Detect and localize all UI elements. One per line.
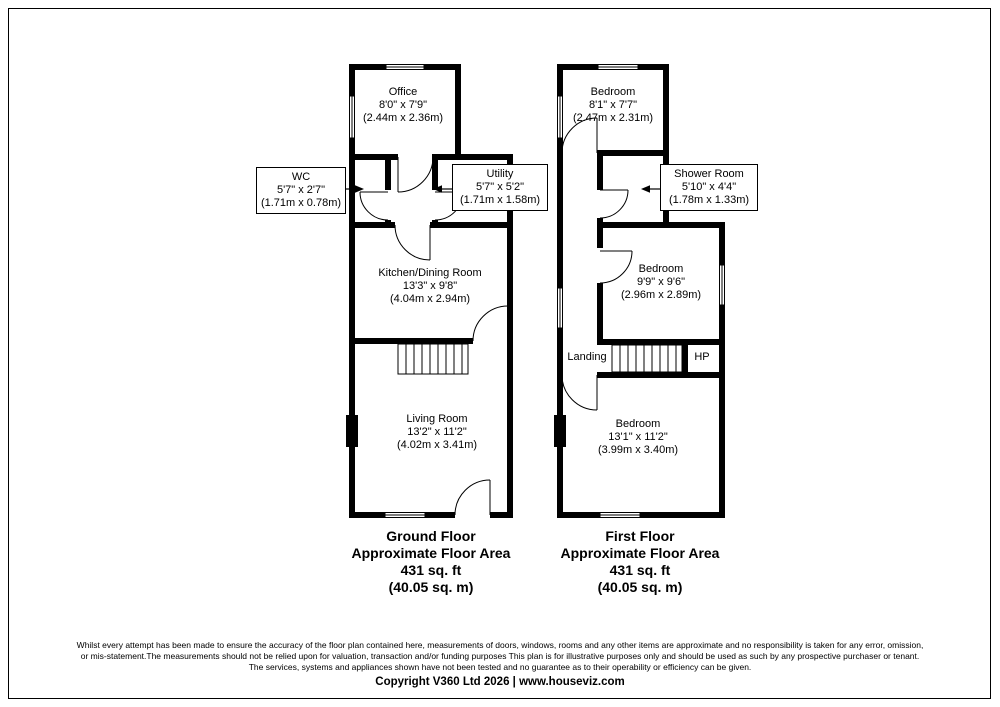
floor-area-ft: 431 sq. ft: [400, 562, 462, 578]
ground-floor-walls: [346, 64, 513, 518]
room-dims-metric: (4.04m x 2.94m): [389, 293, 471, 305]
first-floor-plan: [554, 64, 725, 518]
room-label-hp: HP: [689, 351, 715, 364]
first-floor-caption: First Floor Approximate Floor Area 431 s…: [540, 528, 740, 596]
room-label-kitchen-dining: Kitchen/Dining Room 13'3" x 9'8" (4.04m …: [352, 267, 508, 306]
page-border: [8, 8, 991, 699]
floor-area-ft: 431 sq. ft: [609, 562, 671, 578]
room-dims-metric: (1.71m x 1.58m): [459, 194, 541, 206]
room-name: Bedroom: [615, 418, 661, 430]
room-label-bedroom-2: Bedroom 9'9" x 9'6" (2.96m x 2.89m): [600, 263, 722, 302]
room-dims-metric: (2.47m x 2.31m): [572, 112, 654, 124]
chimney-pier: [554, 415, 566, 447]
room-name: Living Room: [406, 413, 468, 425]
chimney-pier: [346, 415, 358, 447]
room-dims-imperial: 8'0" x 7'9": [378, 99, 428, 111]
ground-floor-staircase: [397, 343, 469, 375]
room-name: Bedroom: [638, 263, 684, 275]
room-name: Kitchen/Dining Room: [378, 267, 482, 279]
floor-area-m: (40.05 sq. m): [388, 579, 474, 595]
room-label-utility: Utility 5'7" x 5'2" (1.71m x 1.58m): [452, 164, 548, 211]
room-label-landing: Landing: [562, 351, 612, 364]
room-dims-metric: (2.96m x 2.89m): [620, 289, 702, 301]
room-dims-metric: (1.71m x 0.78m): [260, 197, 342, 209]
floor-subtitle: Approximate Floor Area: [560, 545, 720, 561]
room-dims-metric: (2.44m x 2.36m): [362, 112, 444, 124]
room-name: HP: [694, 351, 710, 363]
room-dims-imperial: 5'7" x 5'2": [475, 181, 525, 193]
room-label-office: Office 8'0" x 7'9" (2.44m x 2.36m): [350, 86, 456, 125]
room-label-bedroom-1: Bedroom 8'1" x 7'7" (2.47m x 2.31m): [560, 86, 666, 125]
floor-title: Ground Floor: [386, 528, 476, 544]
room-label-shower-room: Shower Room 5'10" x 4'4" (1.78m x 1.33m): [660, 164, 758, 211]
room-name: Utility: [486, 168, 514, 180]
room-name: Bedroom: [590, 86, 636, 98]
floor-area-m: (40.05 sq. m): [597, 579, 683, 595]
room-dims-imperial: 8'1" x 7'7": [588, 99, 638, 111]
floor-title: First Floor: [605, 528, 675, 544]
room-dims-metric: (4.02m x 3.41m): [396, 439, 478, 451]
room-dims-imperial: 13'2" x 11'2": [407, 426, 467, 438]
room-dims-metric: (3.99m x 3.40m): [597, 444, 679, 456]
ground-floor-windows: [349, 64, 426, 518]
ground-floor-doors: [359, 156, 509, 516]
room-label-wc: WC 5'7" x 2'7" (1.71m x 0.78m): [256, 167, 346, 214]
room-name: Office: [388, 86, 418, 98]
room-name: Landing: [567, 351, 607, 363]
disclaimer-line-2: or mis-statement.The measurements should…: [80, 651, 920, 661]
copyright-line: Copyright V360 Ltd 2026 | www.houseviz.c…: [375, 676, 625, 688]
room-dims-metric: (1.78m x 1.33m): [668, 194, 750, 206]
ground-floor-caption: Ground Floor Approximate Floor Area 431 …: [331, 528, 531, 596]
room-dims-imperial: 13'1" x 11'2": [608, 431, 668, 443]
room-label-living-room: Living Room 13'2" x 11'2" (4.02m x 3.41m…: [358, 413, 516, 452]
first-floor-doors: [561, 117, 633, 411]
first-floor-windows: [557, 64, 725, 518]
room-label-bedroom-3: Bedroom 13'1" x 11'2" (3.99m x 3.40m): [572, 418, 704, 457]
room-dims-imperial: 9'9" x 9'6": [636, 276, 686, 288]
label-arrows: [346, 185, 660, 193]
ground-floor-plan: [346, 64, 513, 518]
room-dims-imperial: 5'10" x 4'4": [681, 181, 737, 193]
room-dims-imperial: 5'7" x 2'7": [276, 184, 326, 196]
room-name: WC: [291, 171, 311, 183]
disclaimer-line-1: Whilst every attempt has been made to en…: [76, 640, 924, 650]
disclaimer-text: Whilst every attempt has been made to en…: [30, 640, 970, 673]
room-name: Shower Room: [674, 168, 744, 180]
first-floor-staircase: [611, 344, 683, 373]
floor-subtitle: Approximate Floor Area: [351, 545, 511, 561]
disclaimer-line-3: The services, systems and appliances sho…: [248, 662, 752, 672]
room-dims-imperial: 13'3" x 9'8": [402, 280, 458, 292]
